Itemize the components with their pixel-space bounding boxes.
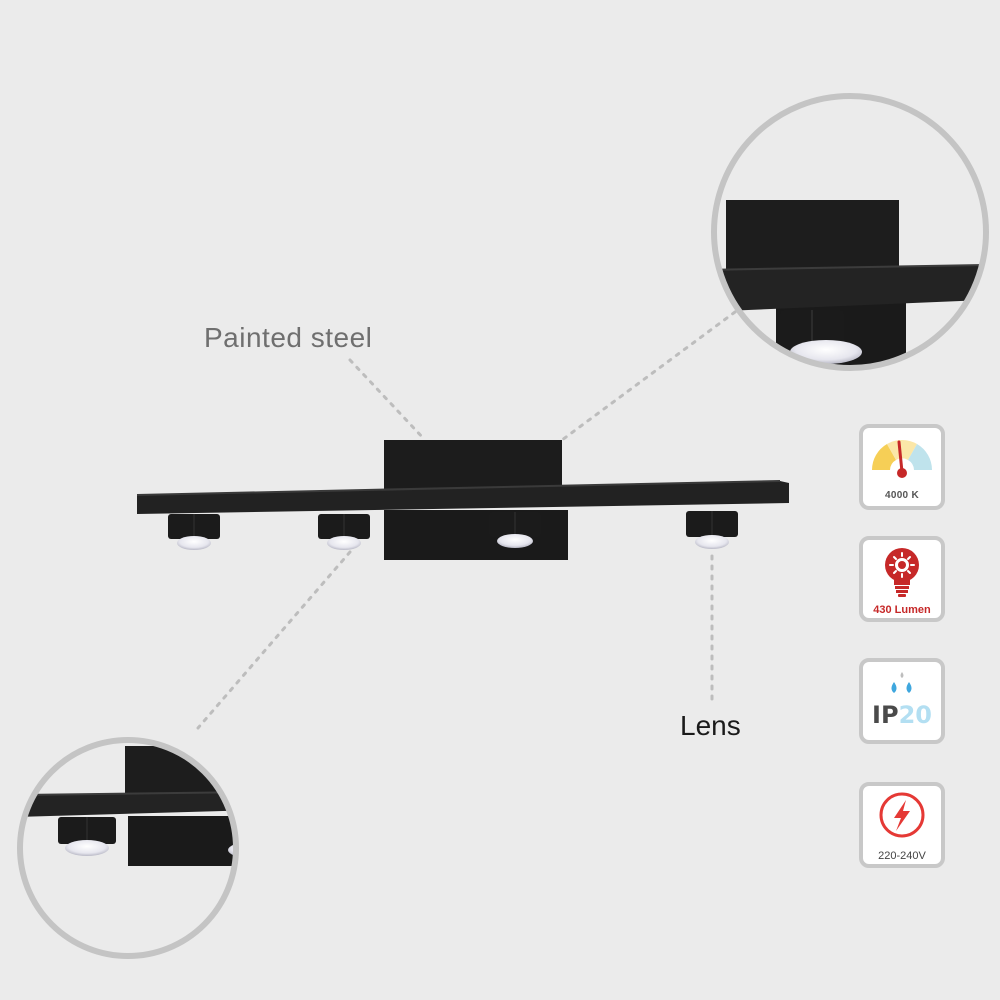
callout-line-top-zoom <box>560 310 737 442</box>
water-drops-icon <box>891 672 912 693</box>
fixture-bar <box>137 481 789 514</box>
voltage-badge: 220-240V <box>859 782 945 868</box>
luminous-flux-value: 430 Lumen <box>873 604 931 616</box>
callout-line-steel <box>348 358 427 442</box>
light-head <box>686 511 738 549</box>
color-temperature-value: 4000 K <box>884 490 920 501</box>
voltage-value: 220-240V <box>878 850 926 862</box>
gauge-icon <box>872 439 932 478</box>
lens <box>177 536 211 550</box>
light-head <box>168 514 220 550</box>
wall-light-fixture <box>136 440 789 560</box>
lens <box>327 536 361 550</box>
mounting-box <box>384 440 562 493</box>
color-temperature-badge: 4000 K <box>859 424 945 510</box>
ip-rating-badge: IP20 <box>859 658 945 744</box>
light-head <box>318 514 370 550</box>
lens <box>497 534 533 548</box>
lightning-icon <box>879 792 925 838</box>
lens-label: Lens <box>680 710 741 741</box>
material-label: Painted steel <box>204 322 373 353</box>
callout-lines <box>196 310 737 730</box>
light-head <box>489 512 541 548</box>
bulb-icon <box>885 548 919 597</box>
zoom-detail-top <box>711 93 989 371</box>
ip-number: 20 <box>898 701 932 729</box>
ip-rating-text: IP20 <box>863 702 941 728</box>
zoom-detail-bottom <box>17 737 239 959</box>
callout-line-bottom-zoom <box>196 550 352 730</box>
lens <box>695 535 729 549</box>
ip-prefix: IP <box>872 701 899 729</box>
luminous-flux-badge: 430 Lumen <box>859 536 945 622</box>
